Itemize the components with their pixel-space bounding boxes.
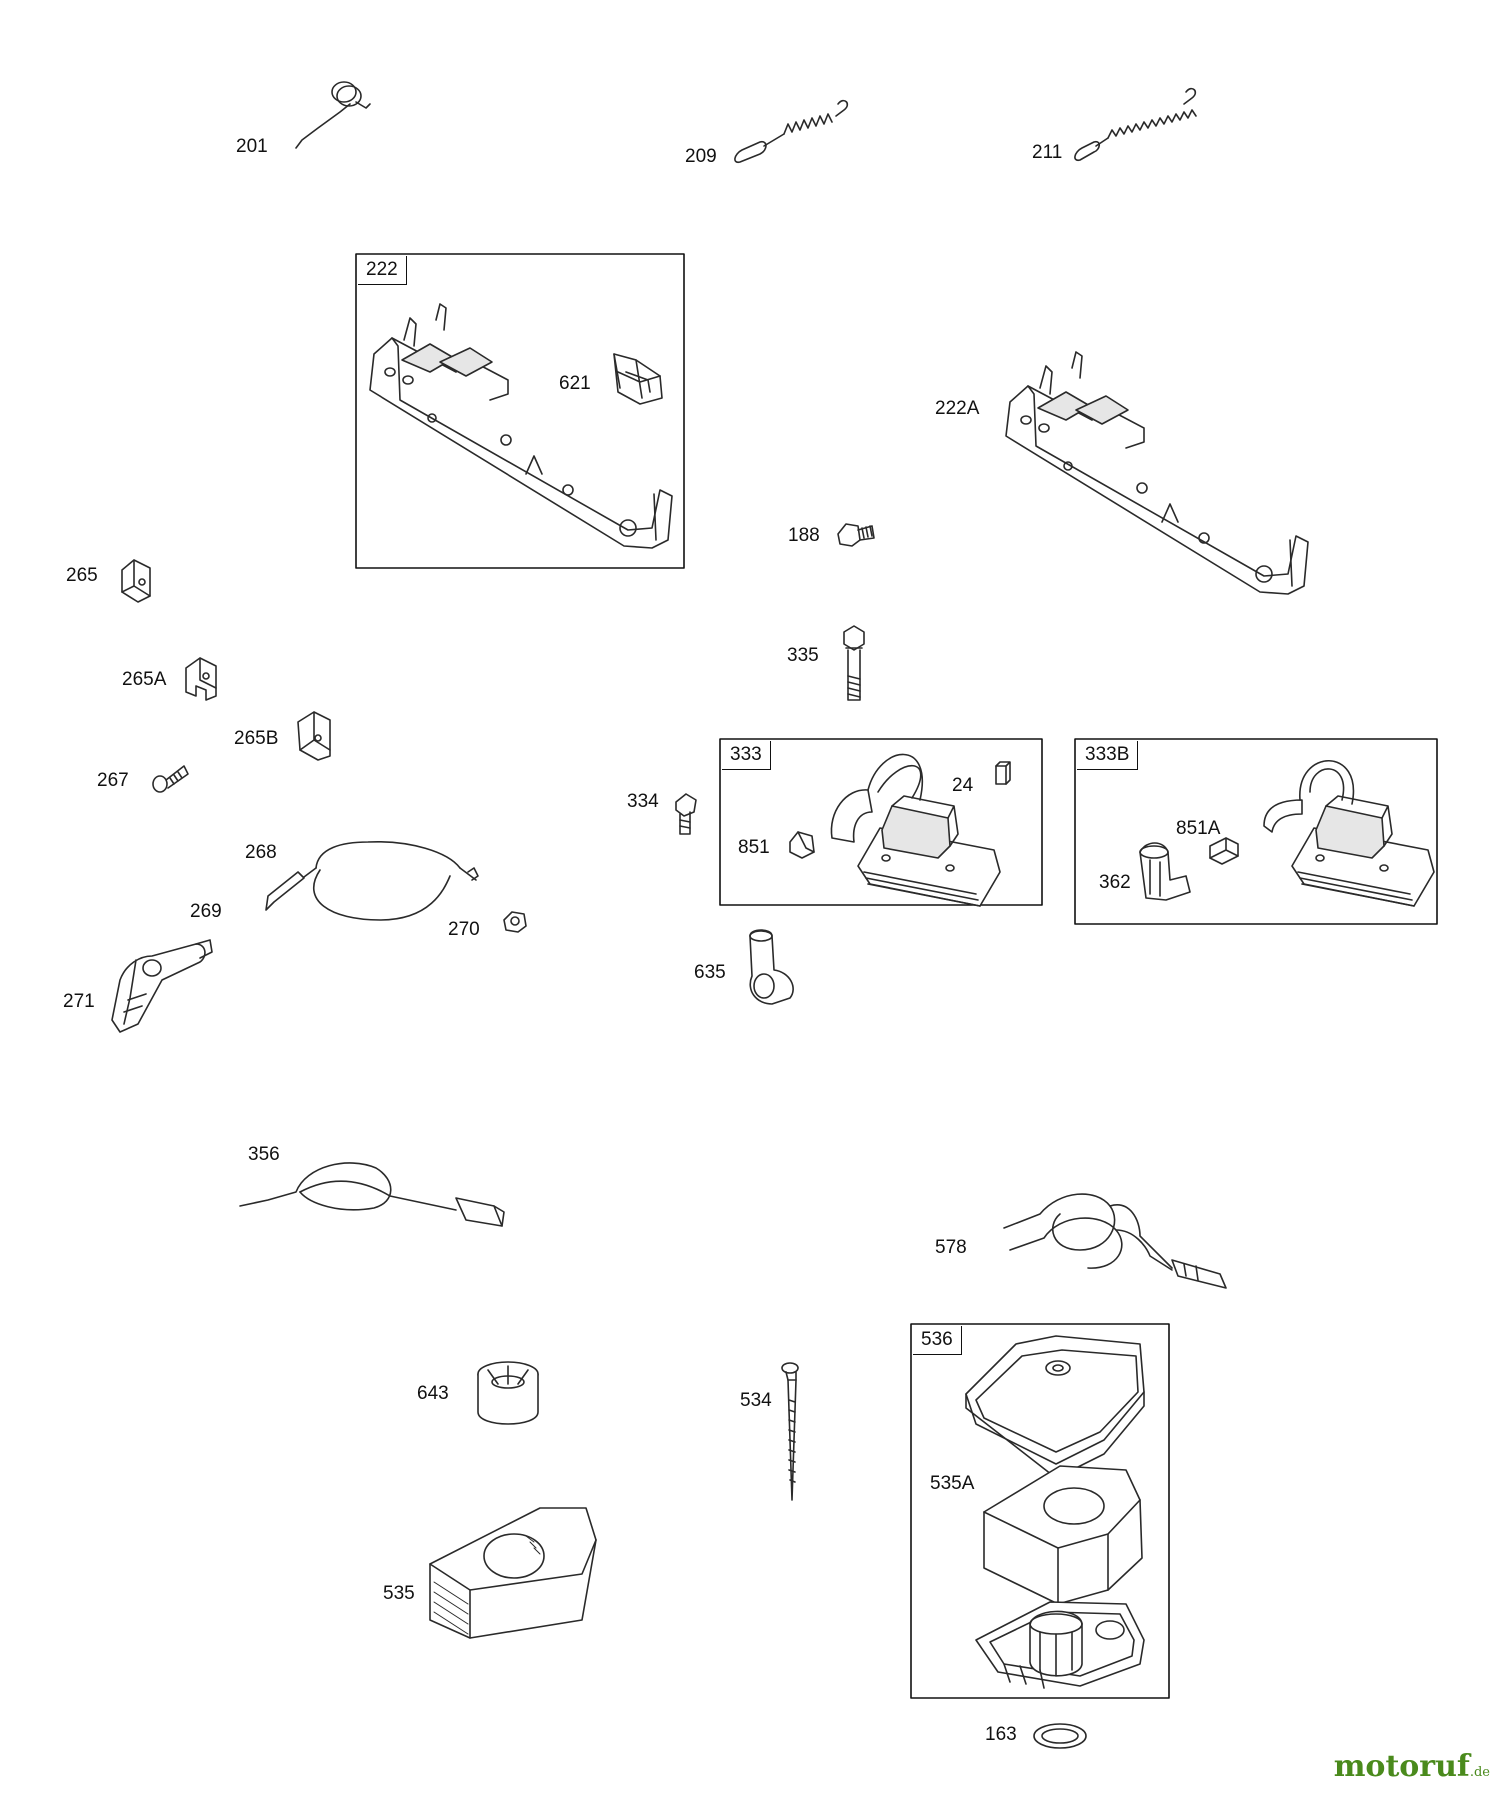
part-label-222A: 222A: [935, 398, 980, 419]
key-24-drawing: [995, 761, 1011, 785]
wire-356-drawing: [239, 1162, 505, 1227]
watermark-brand: motoruf: [1333, 1749, 1470, 1784]
plug-boot-635-drawing: [749, 929, 794, 1005]
screw-534-drawing: [781, 1362, 799, 1501]
clip-265A-drawing: [185, 657, 217, 701]
kit-label-536: 536: [913, 1326, 962, 1355]
screw-267-drawing: [152, 765, 189, 793]
watermark-tld: .de: [1469, 1765, 1490, 1780]
part-label-535: 535: [383, 1583, 415, 1604]
part-label-268: 268: [245, 842, 277, 863]
clip-851A-drawing: [1209, 837, 1239, 865]
part-label-209: 209: [685, 146, 717, 167]
spring-209-drawing: [734, 99, 849, 164]
part-label-534: 534: [740, 1390, 772, 1411]
nut-270-drawing: [503, 911, 527, 933]
bolt-188-drawing: [837, 523, 875, 547]
filter-535-drawing: [429, 1507, 597, 1639]
kit-box-333: [719, 738, 1043, 906]
ignition-armature-333-drawing: [830, 753, 1001, 907]
part-label-362: 362: [1099, 872, 1131, 893]
part-label-163: 163: [985, 1724, 1017, 1745]
kit-box-536: [910, 1323, 1170, 1699]
control-bracket-222A-drawing: [1005, 351, 1309, 595]
part-label-24: 24: [952, 775, 974, 796]
part-label-535A: 535A: [930, 1473, 975, 1494]
part-label-621: 621: [559, 373, 591, 394]
lever-271-drawing: [111, 939, 213, 1033]
part-label-211: 211: [1032, 142, 1063, 163]
clip-851-drawing: [789, 831, 815, 859]
kit-box-222: [355, 253, 685, 569]
part-label-265A: 265A: [122, 669, 167, 690]
clip-265-drawing: [121, 559, 151, 603]
part-label-851A: 851A: [1176, 818, 1221, 839]
screw-334-drawing: [675, 793, 697, 835]
ignition-armature-333B-drawing: [1263, 759, 1435, 907]
cable-268-drawing: [265, 840, 479, 921]
kit-label-333: 333: [722, 741, 771, 770]
control-bracket-222-drawing: [369, 303, 673, 549]
part-label-201: 201: [236, 136, 268, 157]
part-label-851: 851: [738, 837, 770, 858]
kit-label-222: 222: [358, 256, 407, 285]
part-label-578: 578: [935, 1237, 967, 1258]
kit-label-333B: 333B: [1077, 741, 1139, 770]
part-label-267: 267: [97, 770, 129, 791]
part-label-356: 356: [248, 1144, 280, 1165]
part-label-334: 334: [627, 791, 659, 812]
base-536-drawing: [975, 1601, 1145, 1689]
part-label-271: 271: [63, 991, 95, 1012]
cover-536-drawing: [965, 1335, 1145, 1479]
part-label-270: 270: [448, 919, 480, 940]
cartridge-643-drawing: [477, 1361, 539, 1425]
part-label-269: 269: [190, 901, 222, 922]
filter-535A-drawing: [983, 1465, 1143, 1605]
kit-box-333B: [1074, 738, 1438, 925]
part-label-265: 265: [66, 565, 98, 586]
part-label-265B: 265B: [234, 728, 279, 749]
bolt-335-drawing: [843, 625, 865, 701]
part-label-335: 335: [787, 645, 819, 666]
part-label-188: 188: [788, 525, 820, 546]
part-label-635: 635: [694, 962, 726, 983]
plug-boot-362-drawing: [1139, 842, 1191, 901]
clip-621-drawing: [613, 353, 663, 405]
harness-578-drawing: [1003, 1193, 1227, 1289]
watermark-logo: motoruf.de: [1334, 1749, 1490, 1784]
clip-265B-drawing: [297, 711, 331, 761]
part-label-643: 643: [417, 1383, 449, 1404]
spring-211-drawing: [1074, 87, 1197, 162]
clip-201-drawing: [295, 81, 371, 149]
ring-163-drawing: [1033, 1723, 1087, 1749]
